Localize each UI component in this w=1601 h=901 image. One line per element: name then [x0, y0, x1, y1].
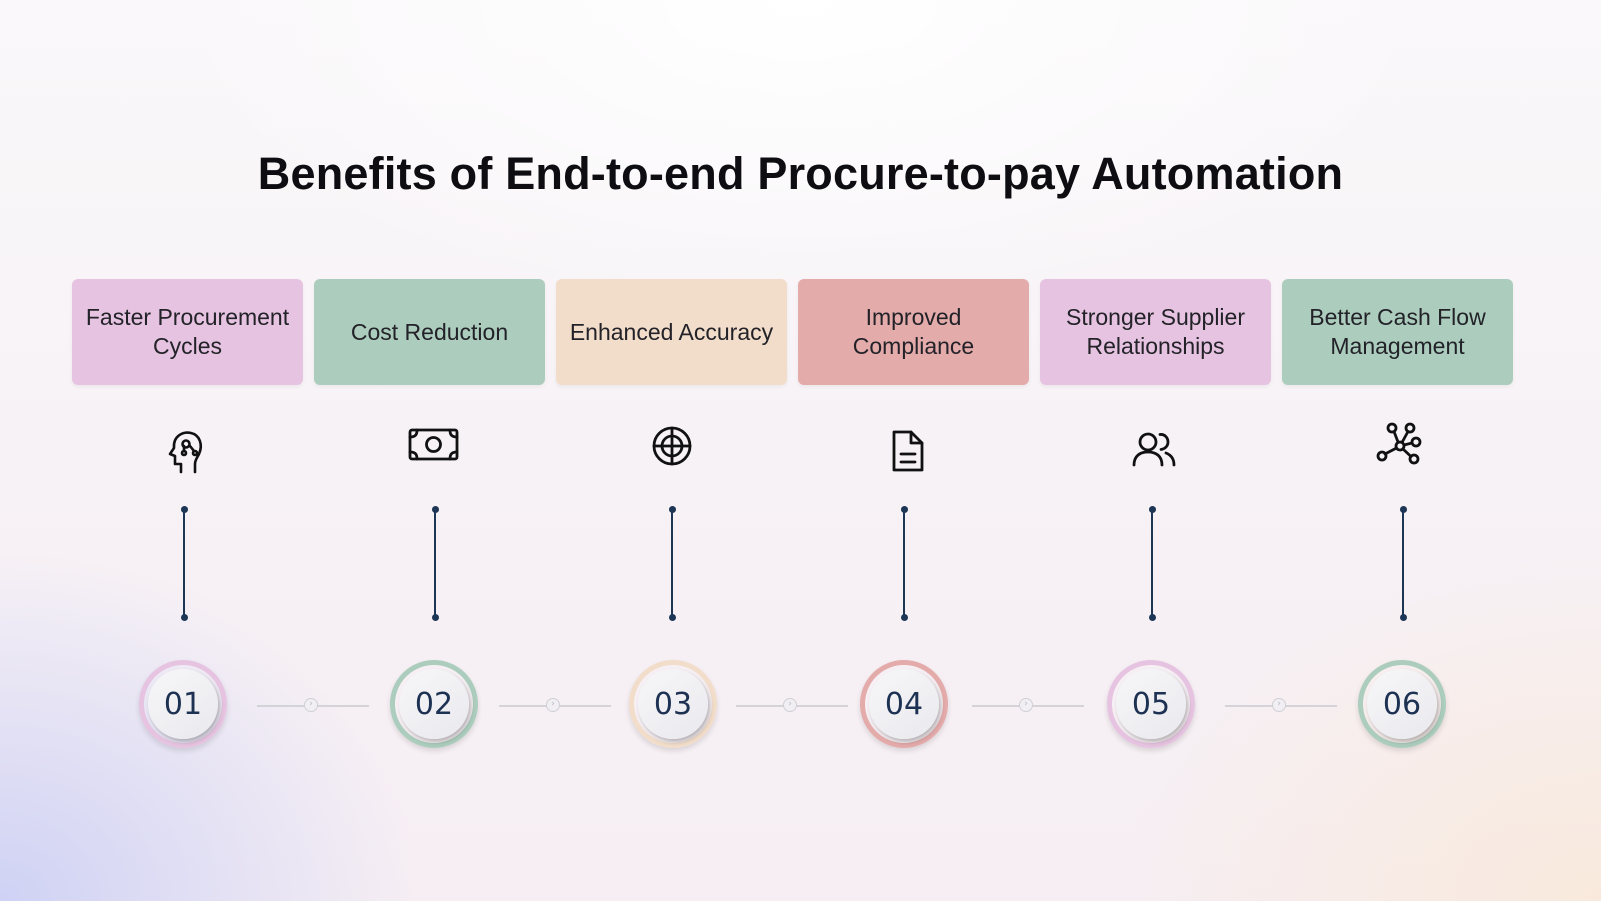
connector-dot — [900, 613, 908, 621]
connector-dot — [1148, 613, 1156, 621]
timeline-connector: › — [736, 698, 848, 712]
step-label: Stronger Supplier Relationships — [1066, 304, 1245, 359]
network-icon — [1372, 419, 1428, 475]
step-label: Improved Compliance — [852, 304, 975, 359]
step-card-1: Faster Procurement Cycles — [72, 279, 303, 385]
step-connector-line — [434, 509, 436, 617]
timeline-connector: › — [257, 698, 369, 712]
chevron-right-icon: › — [1272, 698, 1286, 712]
chevron-right-icon: › — [783, 698, 797, 712]
timeline-connector: › — [972, 698, 1084, 712]
step-number-2: 02 — [390, 660, 478, 748]
document-icon — [880, 423, 936, 479]
connector-dot — [1399, 613, 1407, 621]
step-card-6: Better Cash Flow Management — [1282, 279, 1513, 385]
step-number: 06 — [1367, 669, 1437, 739]
connector-dot — [1148, 505, 1156, 513]
step-card-4: Improved Compliance — [798, 279, 1029, 385]
connector-dot — [900, 505, 908, 513]
step-number: 05 — [1116, 669, 1186, 739]
connector-dot — [431, 505, 439, 513]
connector-dot — [180, 505, 188, 513]
step-connector-line — [671, 509, 673, 617]
step-label: Cost Reduction — [350, 318, 509, 345]
step-card-2: Cost Reduction — [314, 279, 545, 385]
connector-dot — [668, 505, 676, 513]
step-number: 01 — [148, 669, 218, 739]
step-connector-line — [903, 509, 905, 617]
step-number-6: 06 — [1358, 660, 1446, 748]
step-card-3: Enhanced Accuracy — [556, 279, 787, 385]
step-number: 04 — [869, 669, 939, 739]
chevron-right-icon: › — [546, 698, 560, 712]
step-connector-line — [1402, 509, 1404, 617]
step-number-1: 01 — [139, 660, 227, 748]
connector-dot — [668, 613, 676, 621]
step-number-3: 03 — [629, 660, 717, 748]
chevron-right-icon: › — [304, 698, 318, 712]
step-label: Better Cash Flow Management — [1309, 304, 1486, 359]
head-gear-icon — [157, 423, 213, 479]
timeline-connector: › — [499, 698, 611, 712]
chevron-right-icon: › — [1019, 698, 1033, 712]
connector-dot — [1399, 505, 1407, 513]
step-number: 02 — [399, 669, 469, 739]
step-connector-line — [1151, 509, 1153, 617]
target-icon — [644, 418, 700, 474]
connector-dot — [431, 613, 439, 621]
step-label: Faster Procurement Cycles — [85, 304, 290, 359]
timeline-connector: › — [1225, 698, 1337, 712]
step-number-4: 04 — [860, 660, 948, 748]
connector-dot — [180, 613, 188, 621]
step-card-5: Stronger Supplier Relationships — [1040, 279, 1271, 385]
users-icon — [1126, 422, 1182, 478]
step-label: Enhanced Accuracy — [569, 318, 774, 345]
cash-icon — [406, 417, 462, 473]
step-number-5: 05 — [1107, 660, 1195, 748]
step-number: 03 — [638, 669, 708, 739]
diagram-title: Benefits of End-to-end Procure-to-pay Au… — [257, 148, 1344, 199]
step-connector-line — [183, 509, 185, 617]
